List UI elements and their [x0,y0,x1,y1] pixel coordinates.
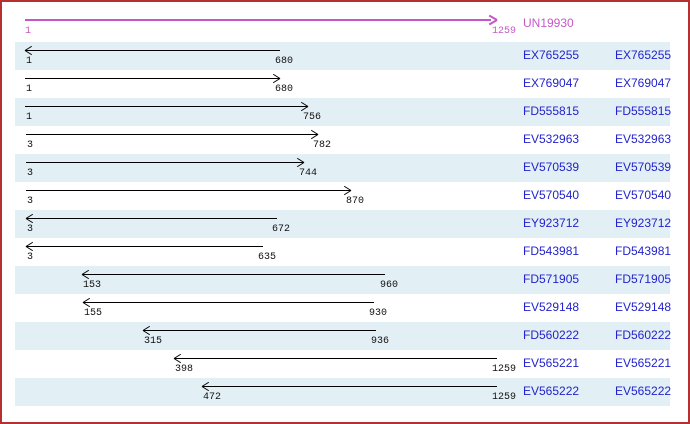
read-accession-link[interactable]: FD560222 [523,328,580,342]
read-row: 1 680 EX765255 EX765255 [0,42,690,70]
consensus-end-coordinate: 1259 [492,26,517,37]
read-arrow [202,386,497,387]
read-start-coordinate: 3 [27,168,34,179]
row-band [15,42,670,70]
read-row: 1 756 FD555815 FD555815 [0,98,690,126]
read-accession-link[interactable]: EV529148 [523,300,580,314]
read-start-coordinate: 1 [26,112,33,123]
row-band [15,98,670,126]
row-band [15,210,670,238]
read-end-coordinate: 635 [258,252,277,263]
read-arrow [82,274,385,275]
consensus-arrow [25,19,491,21]
read-accession-link[interactable]: FD555815 [523,104,580,118]
read-accession-link[interactable]: EV570540 [523,188,580,202]
read-end-coordinate: 960 [380,280,399,291]
read-start-coordinate: 1 [26,84,33,95]
read-end-coordinate: 744 [299,168,318,179]
row-band [15,350,670,378]
read-accession-link-secondary[interactable]: EX769047 [615,76,672,90]
read-arrow [83,302,374,303]
read-row: 472 1259 EV565222 EV565222 [0,378,690,406]
read-start-coordinate: 398 [175,364,194,375]
read-accession-link-secondary[interactable]: EV565222 [615,384,672,398]
read-accession-link-secondary[interactable]: EX765255 [615,48,672,62]
read-accession-link-secondary[interactable]: FD560222 [615,328,672,342]
row-band [15,266,670,294]
read-accession-link[interactable]: EV570539 [523,160,580,174]
read-end-coordinate: 680 [275,56,294,67]
read-end-coordinate: 930 [369,308,388,319]
read-accession-link-secondary[interactable]: EV529148 [615,300,672,314]
read-row: 315 936 FD560222 FD560222 [0,322,690,350]
read-accession-link[interactable]: EV565221 [523,356,580,370]
read-accession-link-secondary[interactable]: EV565221 [615,356,672,370]
read-accession-link-secondary[interactable]: EV570539 [615,160,672,174]
read-end-coordinate: 1259 [492,364,517,375]
read-row: 1 680 EX769047 EX769047 [0,70,690,98]
read-arrow [26,162,304,163]
read-end-coordinate: 680 [275,84,294,95]
read-arrow [143,330,376,331]
read-accession-link[interactable]: FD543981 [523,244,580,258]
row-band [15,126,670,154]
read-accession-link-secondary[interactable]: FD555815 [615,104,672,118]
read-accession-link-secondary[interactable]: EY923712 [615,216,672,230]
read-arrow [26,218,277,219]
row-band [15,70,670,98]
consensus-start-coordinate: 1 [25,26,32,37]
row-band [15,154,670,182]
read-row: 3 635 FD543981 FD543981 [0,238,690,266]
row-band [15,322,670,350]
read-accession-link[interactable]: EX769047 [523,76,580,90]
read-start-coordinate: 315 [144,336,163,347]
read-row: 3 782 EV532963 EV532963 [0,126,690,154]
read-accession-link[interactable]: FD571905 [523,272,580,286]
read-arrow [25,78,280,79]
read-start-coordinate: 3 [27,196,34,207]
read-start-coordinate: 3 [27,224,34,235]
read-accession-link-secondary[interactable]: EV570540 [615,188,672,202]
read-end-coordinate: 672 [272,224,291,235]
read-row: 3 672 EY923712 EY923712 [0,210,690,238]
read-start-coordinate: 472 [203,392,222,403]
read-row: 155 930 EV529148 EV529148 [0,294,690,322]
row-band [15,294,670,322]
read-row: 153 960 FD571905 FD571905 [0,266,690,294]
row-band [15,378,670,406]
read-end-coordinate: 936 [371,336,390,347]
read-arrow [25,106,308,107]
read-row: 3 744 EV570539 EV570539 [0,154,690,182]
read-start-coordinate: 155 [84,308,103,319]
consensus-id-label: UN19930 [523,16,574,30]
read-start-coordinate: 3 [27,140,34,151]
read-accession-link-secondary[interactable]: FD543981 [615,244,672,258]
read-arrow [26,134,318,135]
read-start-coordinate: 1 [26,56,33,67]
read-accession-link[interactable]: EY923712 [523,216,580,230]
read-accession-link[interactable]: EX765255 [523,48,580,62]
read-accession-link[interactable]: EV532963 [523,132,580,146]
read-accession-link-secondary[interactable]: FD571905 [615,272,672,286]
row-band [15,238,670,266]
read-row: 398 1259 EV565221 EV565221 [0,350,690,378]
read-arrow [25,50,280,51]
read-accession-link[interactable]: EV565222 [523,384,580,398]
read-arrow [26,190,351,191]
read-end-coordinate: 870 [346,196,365,207]
row-band [15,182,670,210]
read-accession-link-secondary[interactable]: EV532963 [615,132,672,146]
read-end-coordinate: 782 [313,140,332,151]
read-start-coordinate: 153 [83,280,102,291]
read-end-coordinate: 756 [303,112,322,123]
read-arrow [26,246,263,247]
read-start-coordinate: 3 [27,252,34,263]
read-row: 3 870 EV570540 EV570540 [0,182,690,210]
read-arrow [174,358,497,359]
read-end-coordinate: 1259 [492,392,517,403]
